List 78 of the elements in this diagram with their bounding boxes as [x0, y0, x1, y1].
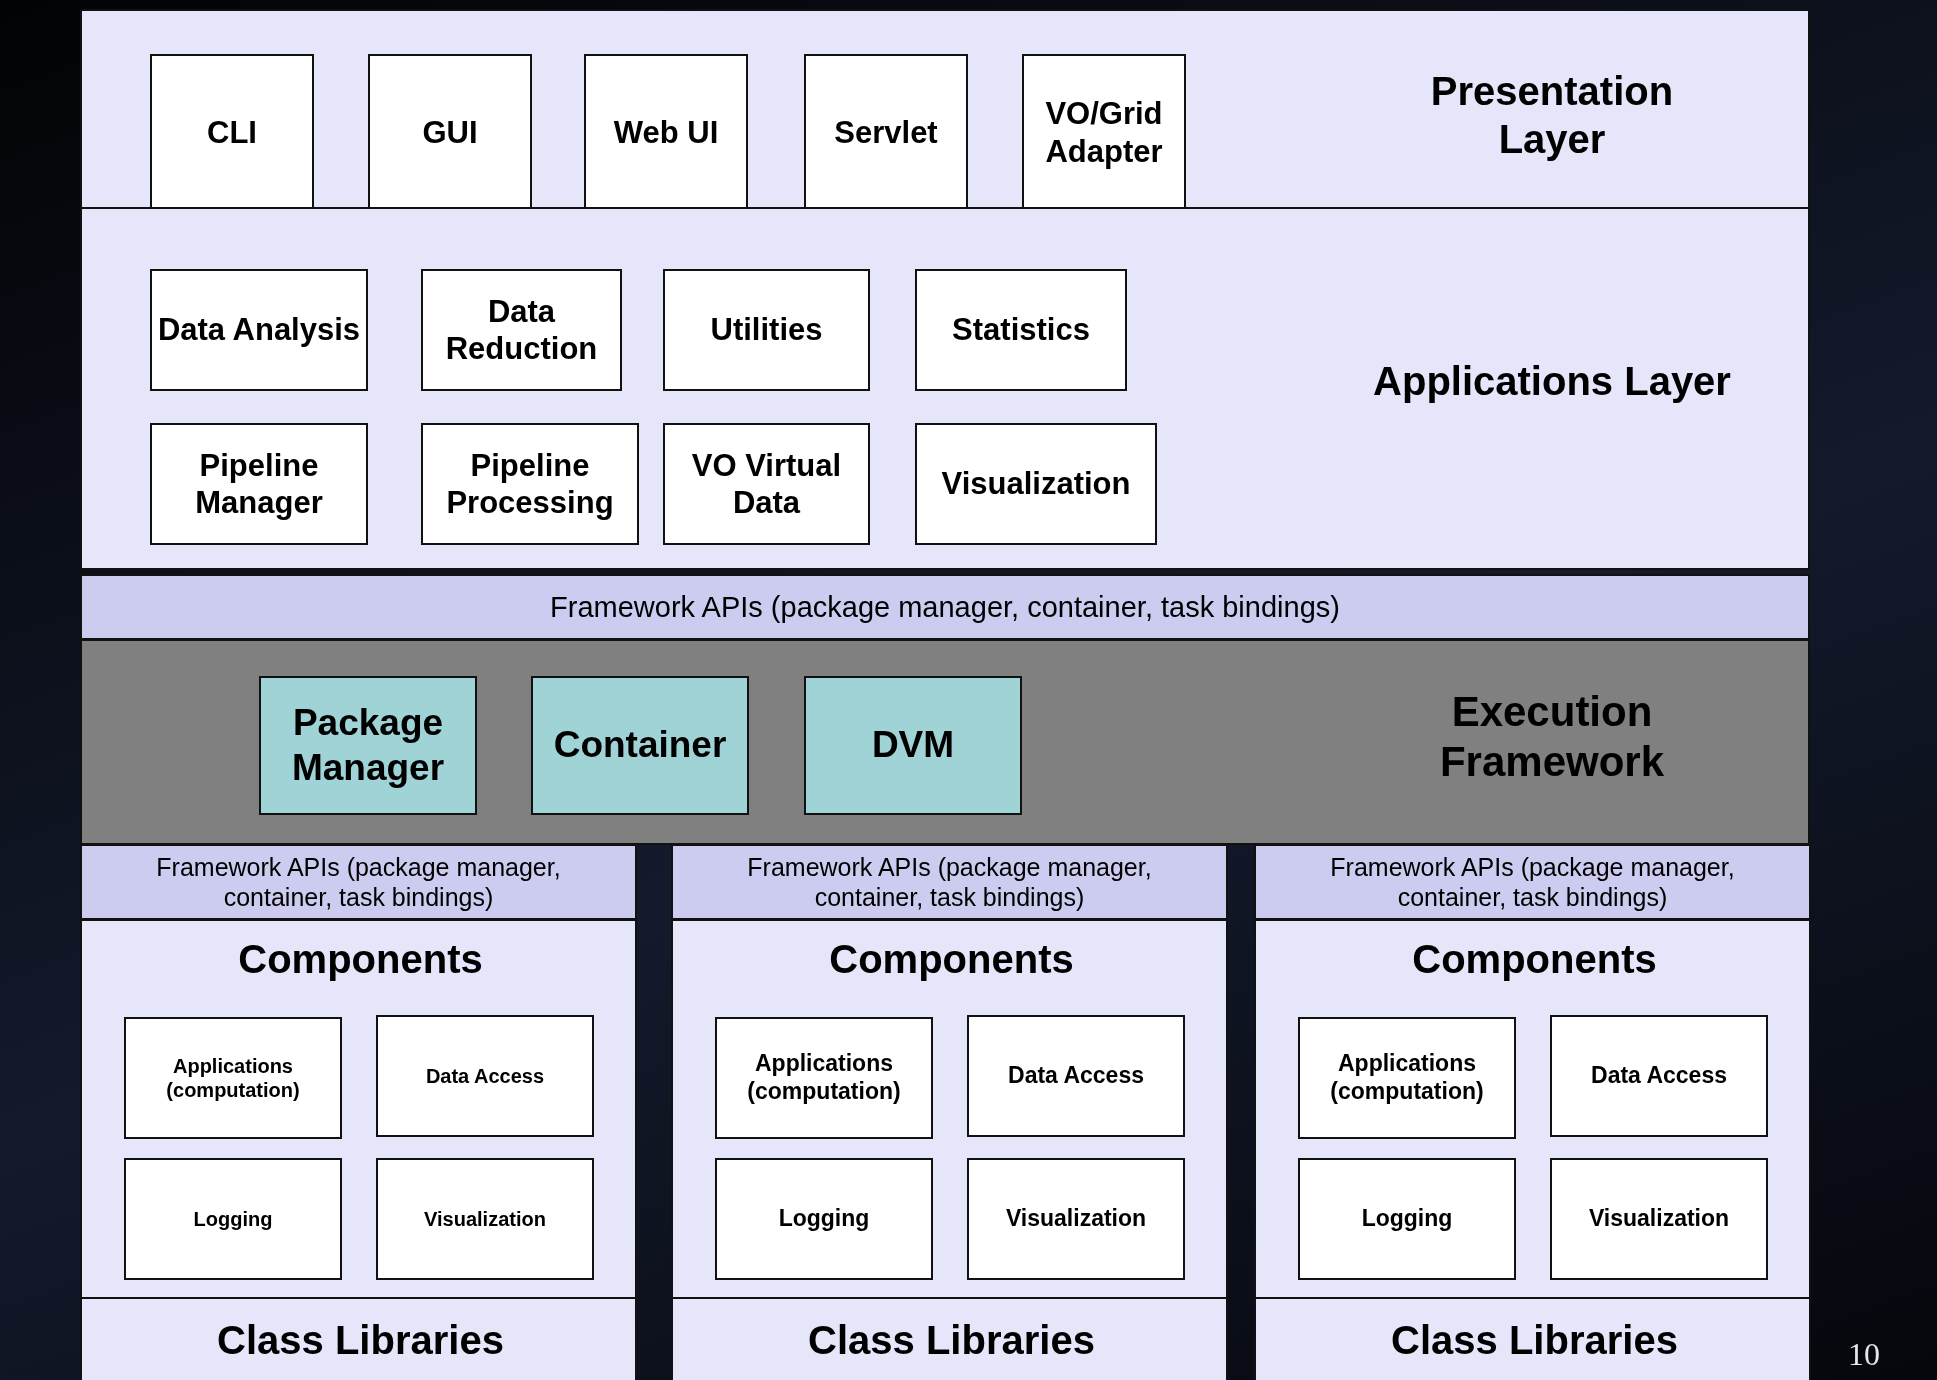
box-label: Data Access — [424, 1064, 546, 1088]
execution-framework-band — [80, 639, 1810, 845]
box-label: Package Manager — [290, 701, 446, 790]
layer-heading: Execution Framework — [1438, 686, 1666, 787]
box-label: Data Analysis — [156, 311, 362, 349]
api-band — [80, 574, 1810, 640]
component-box — [715, 1017, 933, 1139]
component-box — [715, 1158, 933, 1280]
component-box — [1298, 1017, 1516, 1139]
box-label: Visualization — [1004, 1205, 1148, 1233]
framework-box — [531, 676, 749, 815]
framework-box — [804, 676, 1022, 815]
components-panel — [80, 919, 637, 1299]
api-label: Framework APIs (package manager, container, task bindings) — [550, 589, 1340, 625]
api-band — [1254, 844, 1811, 920]
api-band — [671, 844, 1228, 920]
box-label: Applications (computation) — [1329, 1050, 1485, 1106]
box-label: Logging — [1360, 1205, 1454, 1233]
framework-box — [259, 676, 477, 815]
box-label: Visualization — [423, 1207, 547, 1231]
box-label: Logging — [777, 1205, 871, 1233]
box-label: Visualization — [940, 465, 1132, 503]
layer-heading: Components — [828, 936, 1075, 983]
layer-heading: Class Libraries — [216, 1317, 505, 1364]
component-box — [1550, 1015, 1768, 1137]
component-box — [663, 423, 870, 545]
component-box — [1298, 1158, 1516, 1280]
box-label: Applications (computation) — [165, 1054, 301, 1102]
component-box — [150, 269, 368, 391]
box-label: VO Virtual Data — [690, 446, 843, 522]
box-label: Data Reduction — [444, 292, 599, 368]
box-label: GUI — [421, 113, 479, 152]
box-label: Logging — [192, 1207, 274, 1231]
box-label: Applications (computation) — [746, 1050, 902, 1106]
box-label: Servlet — [833, 113, 939, 152]
box-label: Utilities — [709, 311, 824, 349]
component-box — [663, 269, 870, 391]
component-box — [915, 269, 1127, 391]
layer-heading: Components — [1411, 936, 1658, 983]
component-box — [967, 1015, 1185, 1137]
api-label: Framework APIs (package manager, container, task bindings) — [155, 852, 562, 912]
component-box — [124, 1158, 342, 1280]
component-box — [376, 1015, 594, 1137]
box-label: Pipeline Processing — [445, 446, 615, 522]
box-label: CLI — [206, 113, 258, 152]
components-panel — [1254, 919, 1811, 1299]
class-libraries-band — [1254, 1297, 1811, 1380]
layer-heading: Components — [237, 936, 484, 983]
component-box — [376, 1158, 594, 1280]
layer-heading: Class Libraries — [807, 1317, 1096, 1364]
component-box — [915, 423, 1157, 545]
api-label: Framework APIs (package manager, container, task bindings) — [1329, 852, 1736, 912]
presentation-layer-band — [80, 9, 1810, 209]
box-label: Statistics — [951, 311, 1091, 349]
component-box — [1550, 1158, 1768, 1280]
component-box — [421, 269, 622, 391]
box-label: Container — [552, 723, 728, 768]
component-box — [124, 1017, 342, 1139]
component-box — [150, 423, 368, 545]
layer-heading: Class Libraries — [1390, 1317, 1679, 1364]
box-label: Pipeline Manager — [194, 446, 324, 522]
api-label: Framework APIs (package manager, container, task bindings) — [746, 852, 1153, 912]
applications-layer-band — [80, 207, 1810, 570]
component-box — [421, 423, 639, 545]
layer-heading: Applications Layer — [1372, 358, 1732, 405]
box-label: Web UI — [612, 113, 720, 152]
page-number: 10 — [1848, 1336, 1880, 1373]
box-label: Data Access — [1007, 1062, 1145, 1090]
api-band — [80, 844, 637, 920]
box-label: Visualization — [1587, 1205, 1731, 1233]
class-libraries-band — [80, 1297, 637, 1380]
box-label: VO/Grid Adapter — [1044, 95, 1164, 170]
layer-heading: Presentation Layer — [1429, 68, 1675, 163]
class-libraries-band — [671, 1297, 1228, 1380]
box-label: DVM — [870, 723, 956, 768]
component-box — [967, 1158, 1185, 1280]
components-panel — [671, 919, 1228, 1299]
box-label: Data Access — [1590, 1062, 1728, 1090]
